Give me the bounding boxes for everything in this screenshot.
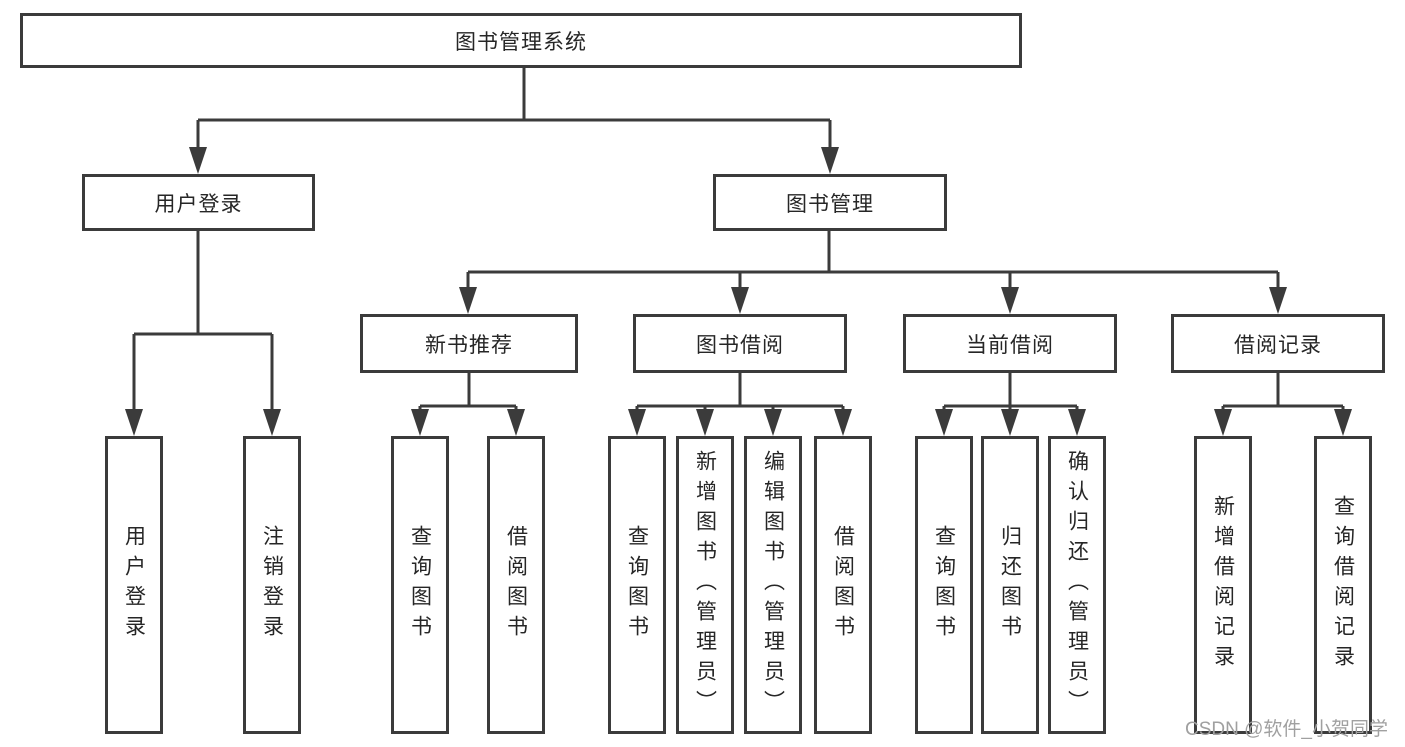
leaf-query-books-recommend: 查询图书 [391, 436, 449, 734]
node-new-book-recommend: 新书推荐 [360, 314, 578, 373]
leaf-return-books: 归还图书 [981, 436, 1039, 734]
leaf-confirm-return-admin-label: 确认归还（管理员） [1065, 450, 1089, 720]
leaf-user-login-label: 用户登录 [122, 525, 146, 645]
node-root-label: 图书管理系统 [455, 30, 587, 54]
node-borrow-records: 借阅记录 [1171, 314, 1385, 373]
leaf-edit-books-admin-label: 编辑图书（管理员） [761, 450, 785, 720]
leaf-query-books-current: 查询图书 [915, 436, 973, 734]
leaf-query-books-borrow-label: 查询图书 [625, 525, 649, 645]
node-user-login-label: 用户登录 [154, 192, 243, 216]
leaf-query-borrow-record: 查询借阅记录 [1314, 436, 1372, 734]
node-book-borrow: 图书借阅 [633, 314, 847, 373]
node-user-login: 用户登录 [82, 174, 315, 231]
node-new-book-recommend-label: 新书推荐 [425, 333, 513, 357]
leaf-add-borrow-record-label: 新增借阅记录 [1211, 495, 1235, 675]
node-book-management: 图书管理 [713, 174, 947, 231]
watermark: CSDN @软件_小贺同学 [1185, 719, 1388, 740]
leaf-query-books-borrow: 查询图书 [608, 436, 666, 734]
leaf-borrow-books-recommend-label: 借阅图书 [504, 525, 528, 645]
leaf-add-books-admin-label: 新增图书（管理员） [693, 450, 717, 720]
leaf-query-borrow-record-label: 查询借阅记录 [1331, 495, 1355, 675]
node-current-borrow-label: 当前借阅 [966, 333, 1054, 357]
node-book-borrow-label: 图书借阅 [696, 333, 784, 357]
node-root: 图书管理系统 [20, 13, 1022, 68]
leaf-borrow-books-recommend: 借阅图书 [487, 436, 545, 734]
leaf-edit-books-admin: 编辑图书（管理员） [744, 436, 802, 734]
node-borrow-records-label: 借阅记录 [1234, 333, 1322, 357]
node-current-borrow: 当前借阅 [903, 314, 1117, 373]
arrowheads [125, 147, 1352, 436]
leaf-return-books-label: 归还图书 [998, 525, 1022, 645]
leaf-borrow-books: 借阅图书 [814, 436, 872, 734]
leaf-user-login: 用户登录 [105, 436, 163, 734]
leaf-logout: 注销登录 [243, 436, 301, 734]
leaf-query-books-recommend-label: 查询图书 [408, 525, 432, 645]
leaf-add-books-admin: 新增图书（管理员） [676, 436, 734, 734]
leaf-query-books-current-label: 查询图书 [932, 525, 956, 645]
leaf-logout-label: 注销登录 [260, 525, 284, 645]
leaf-add-borrow-record: 新增借阅记录 [1194, 436, 1252, 734]
leaf-confirm-return-admin: 确认归还（管理员） [1048, 436, 1106, 734]
node-book-management-label: 图书管理 [786, 192, 874, 216]
leaf-borrow-books-label: 借阅图书 [831, 525, 855, 645]
